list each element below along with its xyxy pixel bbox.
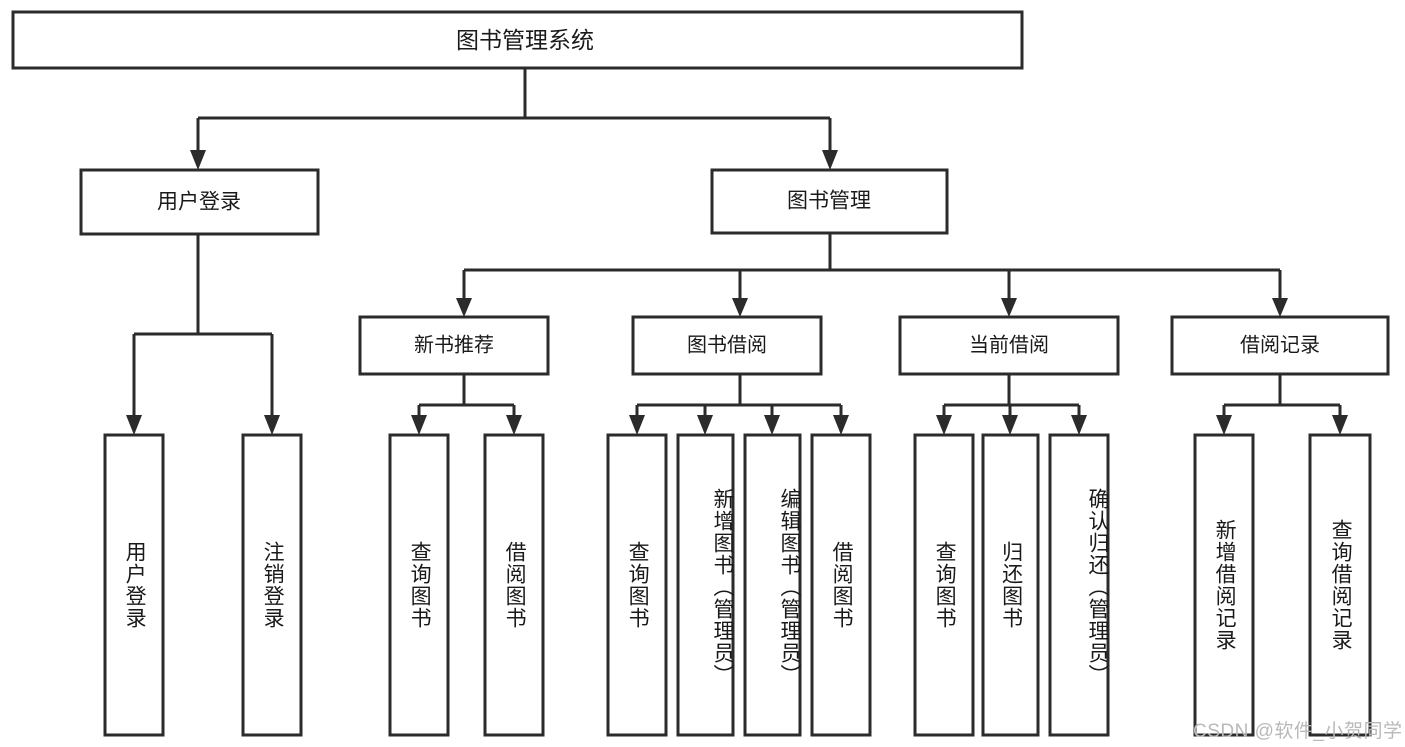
arrowhead-leaf-user-login [126,415,142,435]
node-book-borrow-label: 图书借阅 [687,333,767,356]
connector-layer [126,68,1348,435]
arrowhead-book-borrow [732,298,748,317]
node-leaf-user-login[interactable] [103,433,165,737]
arrowhead-leaf-edit-book-admin [764,415,780,435]
node-leaf-query-borrow-record[interactable] [1308,433,1372,737]
node-leaf-add-borrow-record[interactable] [1193,433,1255,737]
arrowhead-leaf-query-book-1 [411,415,427,435]
node-current-borrow[interactable] [898,315,1120,376]
node-root-system[interactable] [11,10,1024,70]
arrowhead-user-login [190,150,206,170]
node-root-system-label: 图书管理系统 [456,27,594,53]
arrowhead-leaf-add-book-admin [697,415,713,435]
arrowhead-leaf-borrow-book-2 [833,415,849,435]
node-book-management[interactable] [710,168,949,235]
node-book-management-label: 图书管理 [787,190,871,213]
arrowhead-leaf-confirm-return-admin [1071,415,1087,435]
node-layer: 图书管理系统 用户登录 图书管理 新书推荐 图书借阅 当前借阅 借阅记录 [11,10,1390,737]
arrowhead-leaf-query-book-3 [936,415,952,435]
node-leaf-query-book-2[interactable] [606,433,668,737]
arrowhead-current-borrow [1001,298,1017,317]
node-new-book-recommend[interactable] [358,315,550,376]
node-leaf-return-book[interactable] [981,433,1040,737]
node-leaf-add-book-admin[interactable] [676,433,735,737]
node-borrow-record[interactable] [1170,315,1390,376]
node-leaf-borrow-book-1[interactable] [483,433,545,737]
arrowhead-borrow-record [1272,298,1288,317]
node-leaf-user-logout[interactable] [241,433,303,737]
arrowhead-book-management [822,150,838,170]
arrowhead-leaf-query-book-2 [629,415,645,435]
node-borrow-record-label: 借阅记录 [1240,333,1320,356]
node-leaf-query-book-3[interactable] [913,433,975,737]
arrowhead-leaf-user-logout [264,415,280,435]
arrowhead-leaf-borrow-book-1 [506,415,522,435]
node-user-login[interactable] [79,168,320,236]
node-new-book-recommend-label: 新书推荐 [414,333,494,356]
arrowhead-leaf-query-borrow-record [1332,415,1348,435]
node-current-borrow-label: 当前借阅 [969,333,1049,356]
arrowhead-leaf-return-book [1002,415,1018,435]
node-leaf-confirm-return-admin[interactable] [1048,433,1110,737]
arrowhead-new-book-recommend [456,298,472,317]
node-user-login-label: 用户登录 [157,191,241,214]
node-book-borrow[interactable] [631,315,823,376]
node-leaf-borrow-book-2[interactable] [810,433,872,737]
node-leaf-edit-book-admin[interactable] [743,433,802,737]
arrowhead-leaf-add-borrow-record [1216,415,1232,435]
node-leaf-query-book-1[interactable] [388,433,450,737]
watermark-text: CSDN @软件_小贺同学 [1193,721,1403,742]
